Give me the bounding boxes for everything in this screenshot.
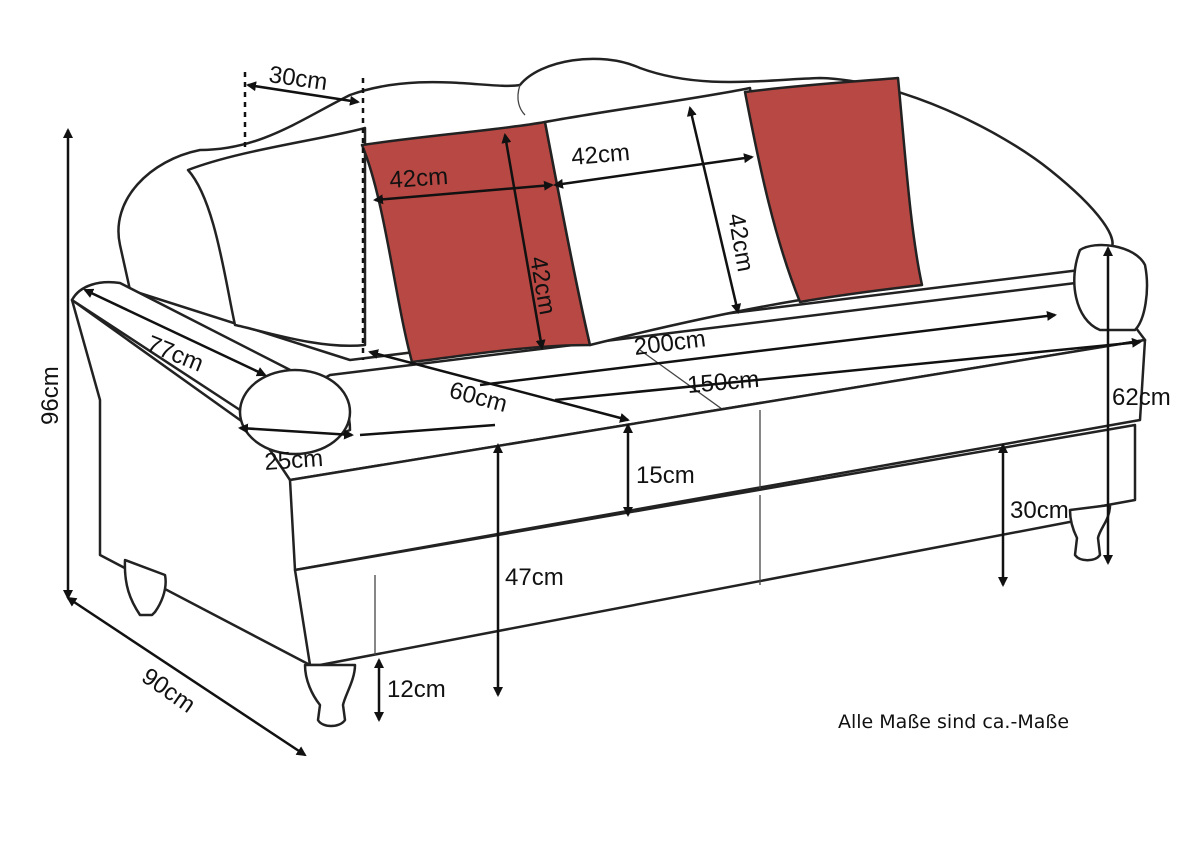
label-seat-width: 150cm [686,366,760,399]
label-red-pillow-width: 42cm [389,163,449,194]
right-arm [1073,243,1149,332]
approximate-dimensions-note: Alle Maße sind ca.-Maße [838,711,1069,733]
label-seat-height: 47cm [505,564,564,591]
cushion-front [288,338,1147,572]
label-total-height: 96cm [37,366,64,425]
label-total-depth: 90cm [137,663,201,719]
label-white-pillow-width: 42cm [570,139,631,171]
sofa-drawing [70,57,1149,728]
label-arm-height: 62cm [1112,384,1171,411]
pillow-red-right [743,76,924,304]
label-back-depth: 30cm [267,61,329,96]
label-arm-width: 25cm [264,445,324,476]
label-seat-base-height: 30cm [1010,497,1069,524]
leg-front-left [303,663,357,728]
label-cushion-height: 15cm [636,462,695,489]
label-leg-height: 12cm [387,676,446,703]
dimension-lines [63,72,1142,757]
left-arm-front [238,368,352,456]
leg-right [1068,503,1112,562]
